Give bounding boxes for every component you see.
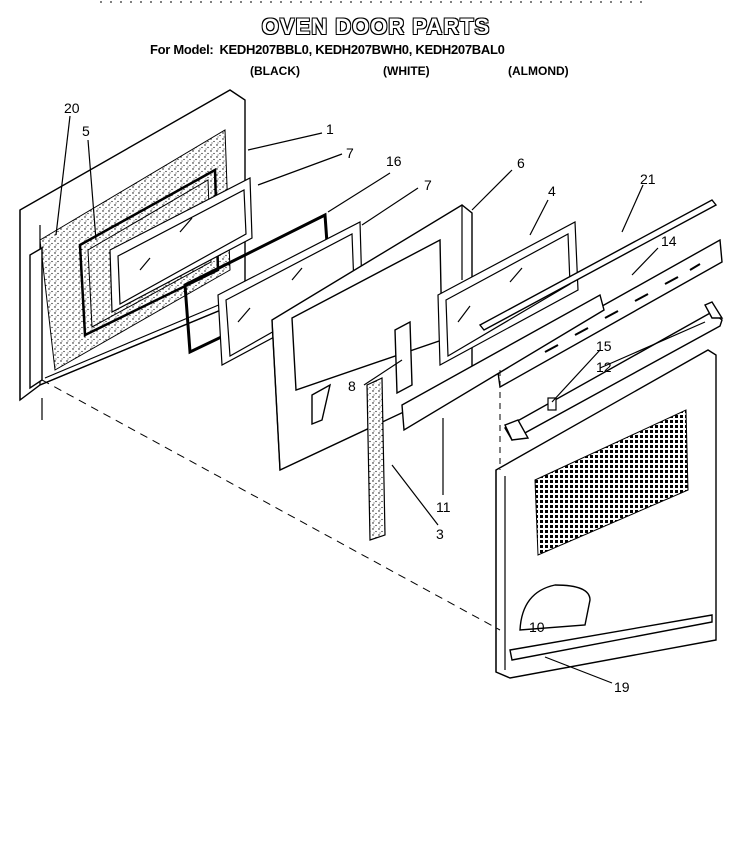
callout-7b: 7 — [424, 177, 432, 193]
spacer-strip — [401, 293, 605, 432]
door-cap — [519, 584, 591, 631]
callout-14: 14 — [661, 233, 677, 249]
color-black: (BLACK) — [250, 64, 300, 78]
callout-1: 1 — [326, 121, 334, 137]
callout-10: 10 — [529, 619, 545, 635]
page-title: OVEN DOOR PARTS — [261, 14, 491, 39]
insulation-strip — [366, 377, 386, 541]
model-prefix: For Model: — [150, 42, 214, 57]
callout-12: 12 — [596, 359, 612, 375]
inner-glass-middle — [217, 221, 363, 366]
door-trim — [478, 199, 723, 389]
color-white: (WHITE) — [383, 64, 430, 78]
callout-19: 19 — [614, 679, 630, 695]
callout-8: 8 — [348, 378, 356, 394]
callout-5: 5 — [82, 123, 90, 139]
callout-7a: 7 — [346, 145, 354, 161]
callout-15: 15 — [596, 338, 612, 354]
callout-4: 4 — [548, 183, 556, 199]
callout-6: 6 — [517, 155, 525, 171]
inner-door-panel — [271, 204, 473, 472]
assembly-line — [41, 379, 501, 631]
callout-11: 11 — [436, 499, 451, 515]
model-line: For Model: KEDH207BBL0, KEDH207BWH0, KEDH… — [150, 42, 505, 57]
door-handle — [504, 301, 724, 441]
model-numbers: KEDH207BBL0, KEDH207BWH0, KEDH207BAL0 — [219, 42, 505, 57]
callout-20: 20 — [64, 100, 80, 116]
callout-3: 3 — [436, 526, 444, 542]
leader-lines — [55, 115, 706, 684]
callout-21: 21 — [640, 171, 656, 187]
callout-16: 16 — [386, 153, 402, 169]
color-almond: (ALMOND) — [508, 64, 569, 78]
inner-glass-left — [109, 177, 253, 313]
